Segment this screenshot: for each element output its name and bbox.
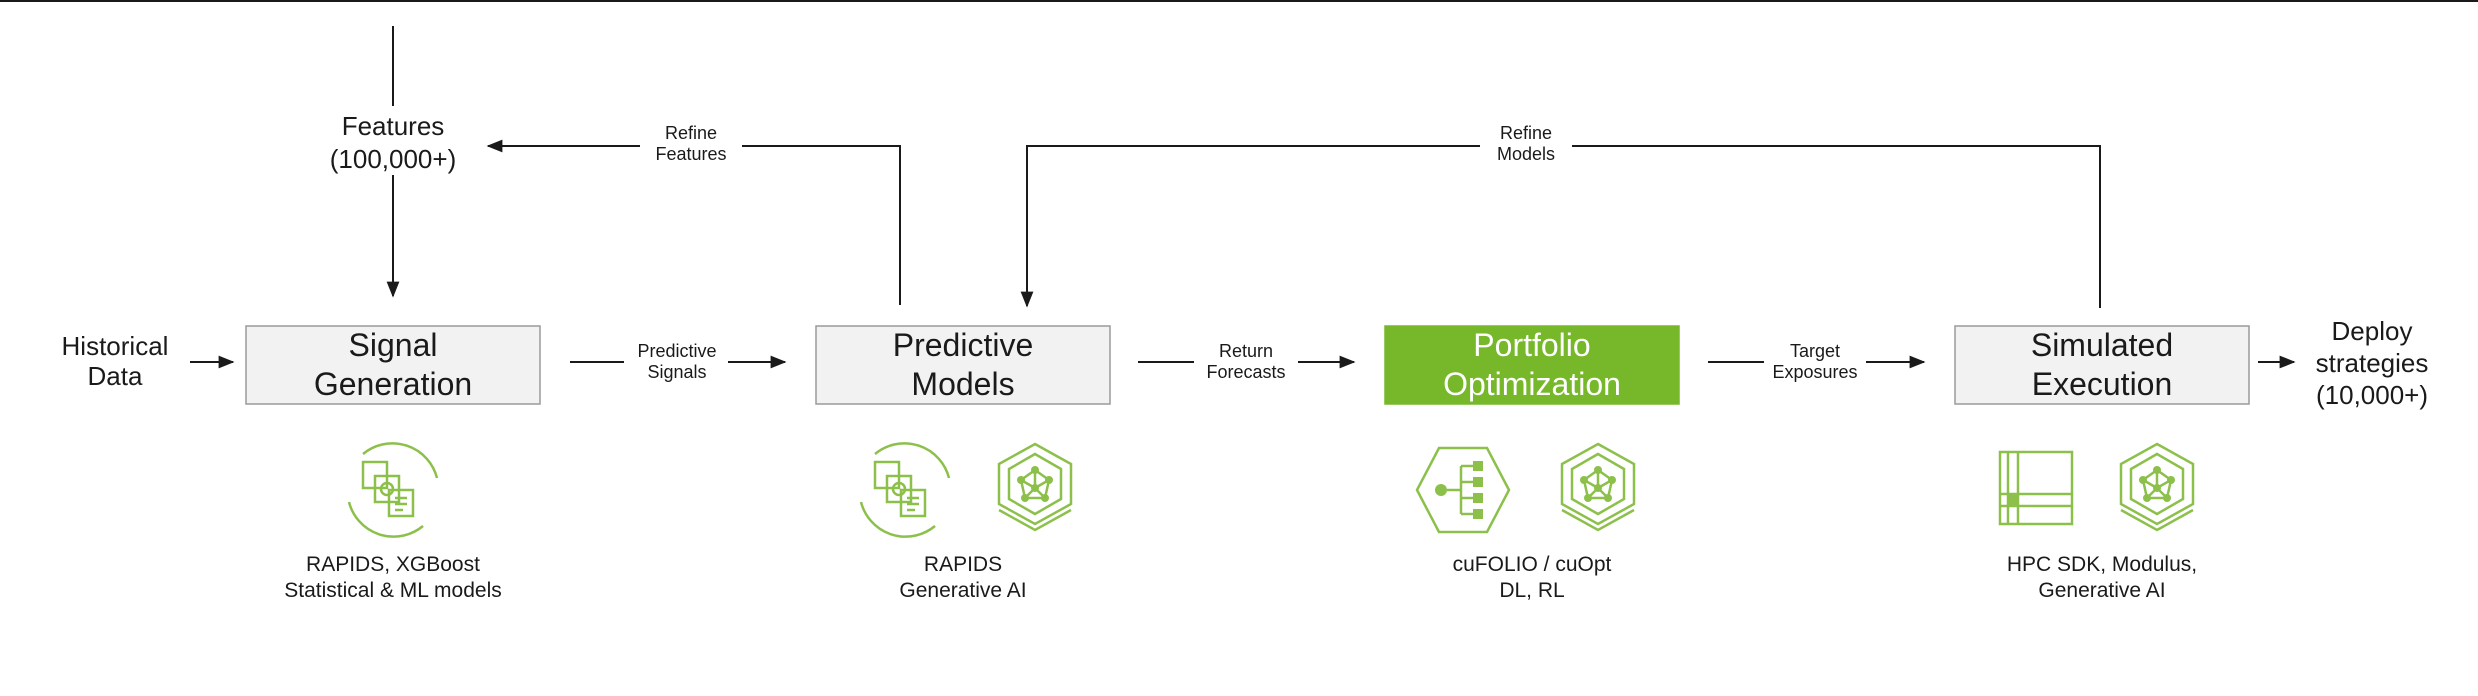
refine-features-label-2: Features	[655, 144, 726, 164]
portfolio-optimization-box	[1384, 325, 1680, 405]
simulated-execution-label-2: Execution	[2032, 366, 2173, 402]
refine-models-label-2: Models	[1497, 144, 1555, 164]
signal-generation-label-2: Generation	[314, 366, 472, 402]
execution-caption-1: HPC SDK, Modulus,	[2007, 553, 2197, 576]
portfolio-optimization-label-1: Portfolio	[1473, 327, 1590, 363]
signal-caption-2: Statistical & ML models	[284, 579, 501, 602]
features-count: (100,000+)	[330, 144, 456, 174]
hierarchy-hex-icon	[1415, 446, 1511, 534]
neural-network-hex-icon	[1560, 442, 1636, 532]
simulated-execution-box	[1954, 325, 2250, 405]
neural-network-hex-icon	[997, 442, 1073, 532]
grid-table-icon	[1998, 450, 2074, 526]
portfolio-caption-1: cuFOLIO / cuOpt	[1453, 553, 1612, 576]
refine-models-loop-left	[1020, 145, 1480, 308]
data-processing-icon	[859, 442, 951, 538]
signal-generation-label-1: Signal	[349, 327, 438, 363]
return-forecasts-label-1: Return	[1219, 341, 1273, 361]
target-exposures-label-2: Exposures	[1772, 362, 1857, 382]
predictive-caption-1: RAPIDS	[924, 553, 1002, 576]
refine-models-loop-right	[1572, 145, 2101, 308]
predictive-caption-2: Generative AI	[899, 579, 1026, 602]
signal-generation-box	[245, 325, 541, 405]
historical-data-label-1: Historical	[62, 331, 169, 361]
historical-data-label-2: Data	[88, 361, 143, 391]
portfolio-caption-2: DL, RL	[1499, 579, 1564, 602]
return-forecasts-label-2: Forecasts	[1206, 362, 1285, 382]
predictive-models-box	[815, 325, 1111, 405]
predictive-signals-label-1: Predictive	[637, 341, 716, 361]
signal-caption-1: RAPIDS, XGBoost	[306, 553, 480, 576]
execution-caption-2: Generative AI	[2038, 579, 2165, 602]
neural-network-hex-icon	[2119, 442, 2195, 532]
predictive-models-label-1: Predictive	[893, 327, 1034, 363]
portfolio-optimization-label-2: Optimization	[1443, 366, 1621, 402]
refine-models-label-1: Refine	[1500, 123, 1552, 143]
predictive-signals-label-2: Signals	[647, 362, 706, 382]
deploy-label-3: (10,000+)	[2316, 380, 2428, 410]
refine-features-loop-right	[742, 145, 901, 305]
simulated-execution-label-1: Simulated	[2031, 327, 2173, 363]
features-label: Features	[342, 111, 445, 141]
target-exposures-label-1: Target	[1790, 341, 1840, 361]
predictive-models-label-2: Models	[911, 366, 1014, 402]
refine-features-label-1: Refine	[665, 123, 717, 143]
deploy-label-1: Deploy	[2332, 316, 2413, 346]
data-processing-icon	[347, 442, 439, 538]
deploy-label-2: strategies	[2316, 348, 2429, 378]
